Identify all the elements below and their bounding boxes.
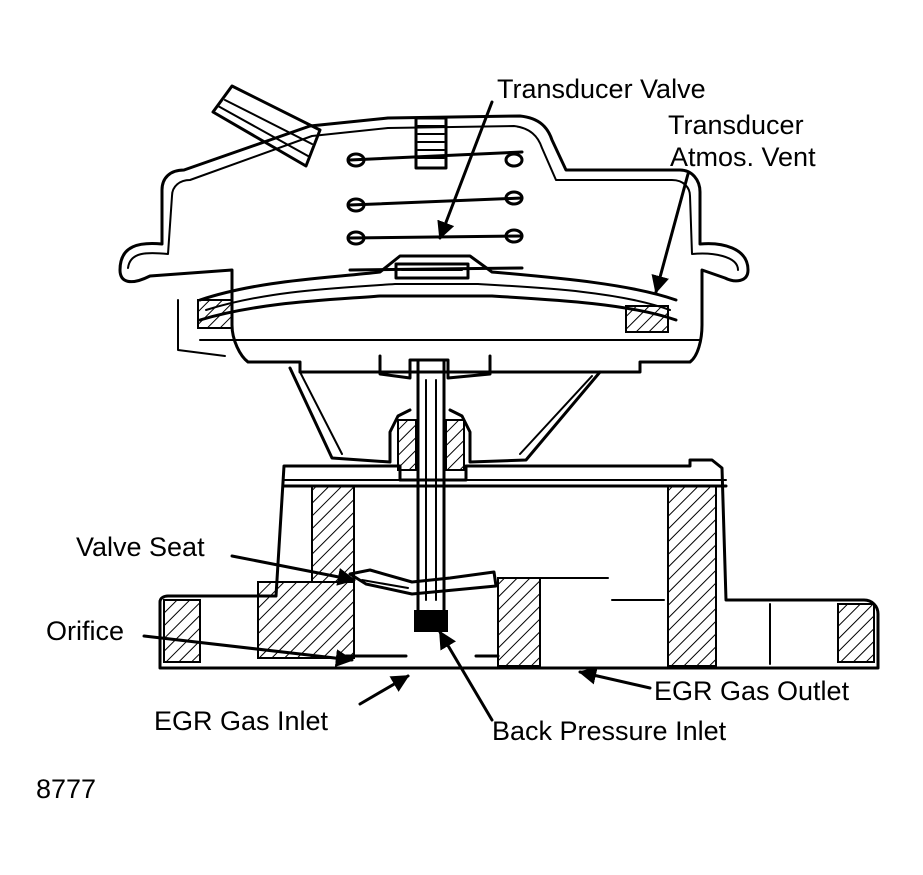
vacuum-nipple	[211, 84, 322, 168]
label-valve-seat: Valve Seat	[76, 532, 205, 562]
label-transducer-valve: Transducer Valve	[497, 74, 706, 104]
egr-outlet-leader	[578, 666, 652, 690]
adjusting-screw	[414, 116, 448, 170]
valve-base	[158, 458, 880, 670]
lower-housing-cone	[288, 354, 602, 464]
leader-lines	[142, 100, 690, 722]
orifice-leader	[142, 634, 354, 668]
figure-number: 8777	[36, 774, 96, 804]
stem-bushing	[397, 419, 465, 471]
spring-coils	[346, 150, 524, 272]
housing-crimp-left	[197, 299, 233, 329]
label-back-pressure-inlet: Back Pressure Inlet	[492, 716, 727, 746]
back-pressure-leader	[438, 630, 494, 722]
valve-seat-leader	[230, 554, 356, 586]
label-transducer-vent-line1: Transducer	[668, 110, 804, 140]
label-egr-gas-inlet: EGR Gas Inlet	[154, 706, 329, 736]
valve-stem	[414, 358, 448, 632]
label-transducer-vent-line2: Atmos. Vent	[670, 142, 816, 172]
diaphragm-housing-cover	[118, 114, 750, 374]
diaphragm	[198, 254, 678, 322]
egr-inlet-leader	[358, 674, 410, 706]
transducer-vent-leader	[651, 172, 690, 294]
label-orifice: Orifice	[46, 616, 124, 646]
transducer-valve-leader	[437, 100, 494, 240]
housing-crimp-right	[625, 305, 669, 333]
label-egr-gas-outlet: EGR Gas Outlet	[654, 676, 850, 706]
